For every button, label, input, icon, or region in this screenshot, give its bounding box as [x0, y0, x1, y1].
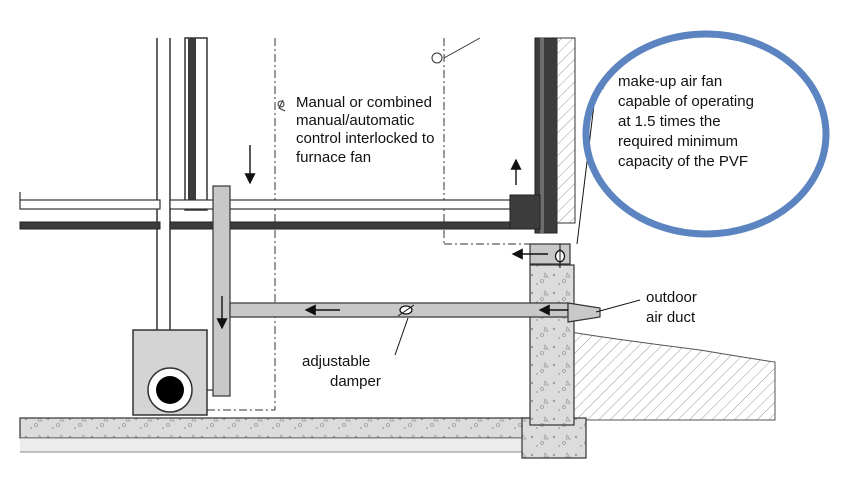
- makeup-fan-label: make-up air fan capable of operating at …: [618, 73, 754, 170]
- makeup-fan-label-line: required minimum: [618, 133, 738, 150]
- makeup-fan-label-line: make-up air fan: [618, 73, 722, 90]
- thermostat-icon: [277, 99, 286, 112]
- control-label-line: furnace fan: [296, 149, 371, 166]
- makeup-fan-label-line: at 1.5 times the: [618, 113, 721, 130]
- floor-slab: [19, 417, 541, 439]
- control-label-line: control interlocked to: [296, 130, 434, 147]
- control-label-line: manual/automatic: [296, 112, 415, 129]
- outdoor-duct-label-line: air duct: [646, 309, 696, 326]
- damper-label: adjustable damper: [302, 353, 381, 390]
- foundation-wall: [529, 264, 575, 426]
- soil-hatching: [569, 331, 776, 421]
- damper-icon: [397, 304, 415, 317]
- fan-icon: [554, 244, 566, 268]
- control-label: Manual or combined manual/automatic cont…: [296, 94, 434, 166]
- callout-ellipse: [582, 30, 830, 238]
- flow-arrow-icon: [216, 145, 568, 330]
- outdoor-duct-label: outdoor air duct: [646, 289, 697, 326]
- outdoor-duct-label-line: outdoor: [646, 289, 697, 306]
- thermostat-icon: [431, 37, 481, 64]
- outdoor-intake: [567, 302, 601, 323]
- damper-label-line: damper: [330, 373, 381, 390]
- exterior-wall: [443, 37, 576, 245]
- interior-framing: [156, 37, 276, 411]
- damper-label-line: adjustable: [302, 353, 370, 370]
- furnace: [132, 329, 213, 416]
- sub-slab: [20, 437, 541, 453]
- control-label-line: Manual or combined: [296, 94, 432, 111]
- vertical-duct: [212, 185, 231, 397]
- floor-joists: [19, 192, 541, 230]
- makeup-fan-label-line: capacity of the PVF: [618, 153, 748, 170]
- makeup-fan-label-line: capable of operating: [618, 93, 754, 110]
- ground: [19, 331, 776, 459]
